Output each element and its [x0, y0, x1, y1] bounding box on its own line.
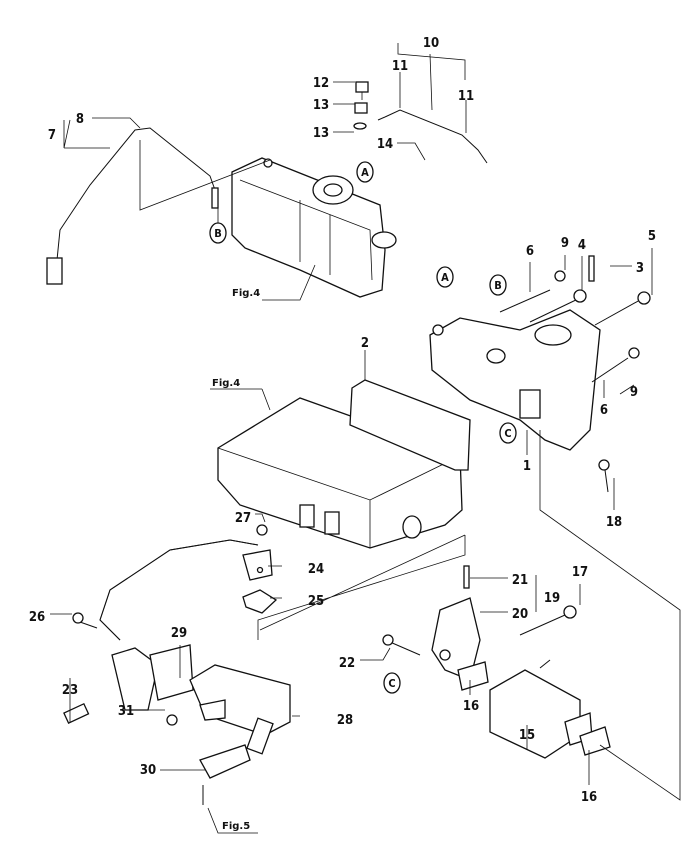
callout-16: 16 [463, 699, 479, 714]
callout-4: 4 [578, 238, 586, 253]
bolts [499, 255, 651, 493]
callout-9: 9 [561, 236, 569, 251]
callout-13: 13 [313, 126, 329, 141]
leader-lines [50, 43, 681, 834]
reference-marker-A: A [441, 271, 449, 284]
callout-6: 6 [526, 244, 534, 259]
callout-17: 17 [572, 565, 588, 580]
callout-25: 25 [308, 594, 324, 609]
callout-10: 10 [423, 36, 439, 51]
callout-3: 3 [636, 261, 644, 276]
reference-marker-circle [489, 274, 507, 296]
egr-cooler [382, 565, 611, 759]
egr-valve [63, 612, 291, 805]
reference-marker-B: B [494, 279, 502, 292]
callout-18: 18 [606, 515, 622, 530]
callout-8: 8 [76, 112, 84, 127]
reference-marker-C: C [504, 427, 511, 440]
callout-1: 1 [523, 459, 531, 474]
figure-reference[interactable]: Fig.4 [212, 378, 240, 389]
reference-marker-C: C [388, 677, 395, 690]
callout-31: 31 [118, 704, 134, 719]
callout-6: 6 [600, 403, 608, 418]
valve-cover [231, 157, 397, 298]
breather-pipe [353, 81, 488, 164]
reference-marker-A: A [361, 166, 369, 179]
callout-2: 2 [361, 336, 369, 351]
callout-11: 11 [458, 89, 474, 104]
reference-marker-circle [383, 672, 401, 694]
reference-marker-circle [436, 266, 454, 288]
callout-24: 24 [308, 562, 324, 577]
reference-marker-circle [209, 222, 227, 244]
callout-12: 12 [313, 76, 329, 91]
reference-marker-circle [356, 161, 374, 183]
callout-20: 20 [512, 607, 528, 622]
callout-19: 19 [544, 591, 560, 606]
callout-5: 5 [648, 229, 656, 244]
sensor-harness [46, 127, 219, 285]
callout-11: 11 [392, 59, 408, 74]
intake-manifold [429, 309, 601, 451]
figure-reference[interactable]: Fig.5 [222, 821, 250, 832]
reference-marker-B: B [214, 227, 222, 240]
callout-29: 29 [171, 626, 187, 641]
callout-9: 9 [630, 385, 638, 400]
callout-27: 27 [235, 511, 251, 526]
callout-30: 30 [140, 763, 156, 778]
callout-22: 22 [339, 656, 355, 671]
callout-7: 7 [48, 128, 56, 143]
callout-13: 13 [313, 98, 329, 113]
figure-reference[interactable]: Fig.4 [232, 288, 260, 299]
callout-21: 21 [512, 573, 528, 588]
callout-16: 16 [581, 790, 597, 805]
callout-15: 15 [519, 728, 535, 743]
callout-14: 14 [377, 137, 393, 152]
callout-23: 23 [62, 683, 78, 698]
egr-pipe [99, 524, 278, 641]
callout-28: 28 [337, 713, 353, 728]
reference-marker-circle [499, 422, 517, 444]
callout-26: 26 [29, 610, 45, 625]
